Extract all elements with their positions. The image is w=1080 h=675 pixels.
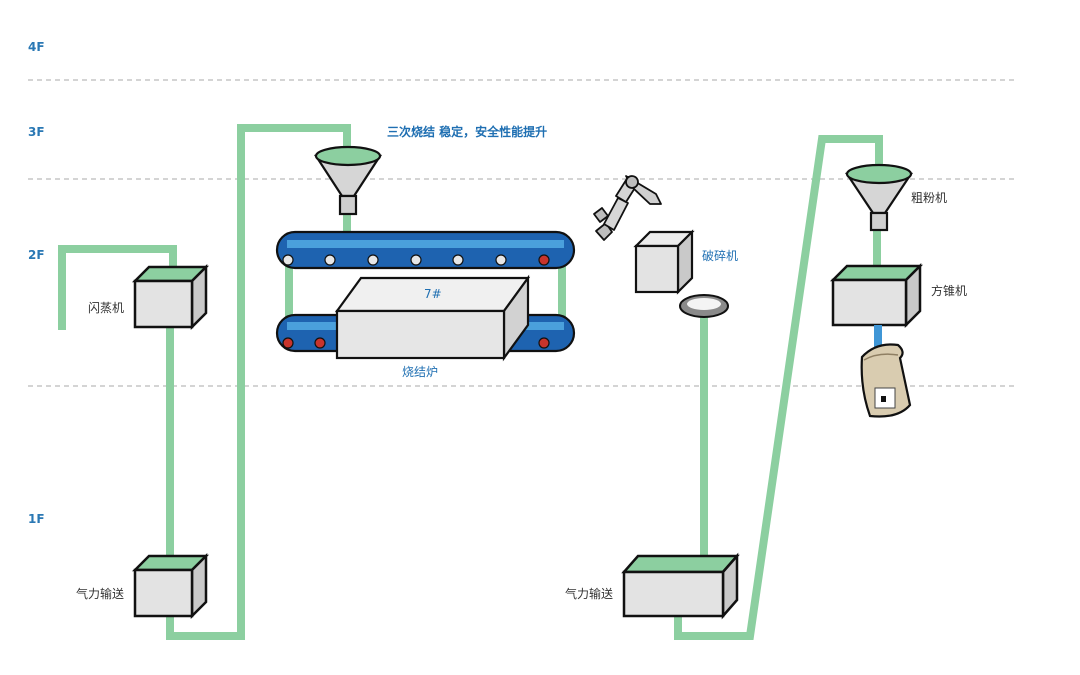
crusher-label: 破碎机 [702,248,738,263]
discharge-pipe [874,325,882,348]
coarse-mill-label: 粗粉机 [911,191,947,205]
product-bag-icon [860,343,912,418]
conveyor-top-rollers [282,254,550,266]
floor-label-3f: 3F [28,125,45,139]
furnace-number-label: 7# [424,287,442,301]
floor-dividers [28,79,1018,387]
coarse-mill-hopper [844,163,914,232]
pneumatic-right-label: 气力输送 [565,586,613,601]
pipes [58,124,883,640]
robot-arm-icon [593,175,662,241]
conveyor-top [275,230,576,270]
pipe-feed-to-flash-steamer [58,245,177,330]
pipe-pneumatic-to-coarse-mill [674,135,883,640]
floor-label-1f: 1F [28,512,45,526]
floor-label-4f: 4F [28,40,45,54]
cone-mixer-box [829,262,924,329]
conveyor-bottom-rollers [282,337,550,349]
crusher-box [633,229,695,295]
cone-mixer-label: 方锥机 [931,283,967,298]
pipe-pneumatic-to-hopper [166,124,351,640]
pneumatic-box-right [621,552,740,620]
flash-steamer-box [131,263,210,331]
flash-steamer-label: 闪蒸机 [88,301,124,315]
pneumatic-box-left [131,552,210,620]
sintering-furnace [334,274,531,362]
headline-text: 三次烧结 稳定，安全性能提升 [387,124,547,139]
sintering-furnace-label: 烧结炉 [402,365,438,379]
floor-label-2f: 2F [28,248,45,262]
hopper-top [313,145,383,216]
sieve-ring-icon [679,294,729,318]
pneumatic-left-label: 气力输送 [76,586,124,601]
